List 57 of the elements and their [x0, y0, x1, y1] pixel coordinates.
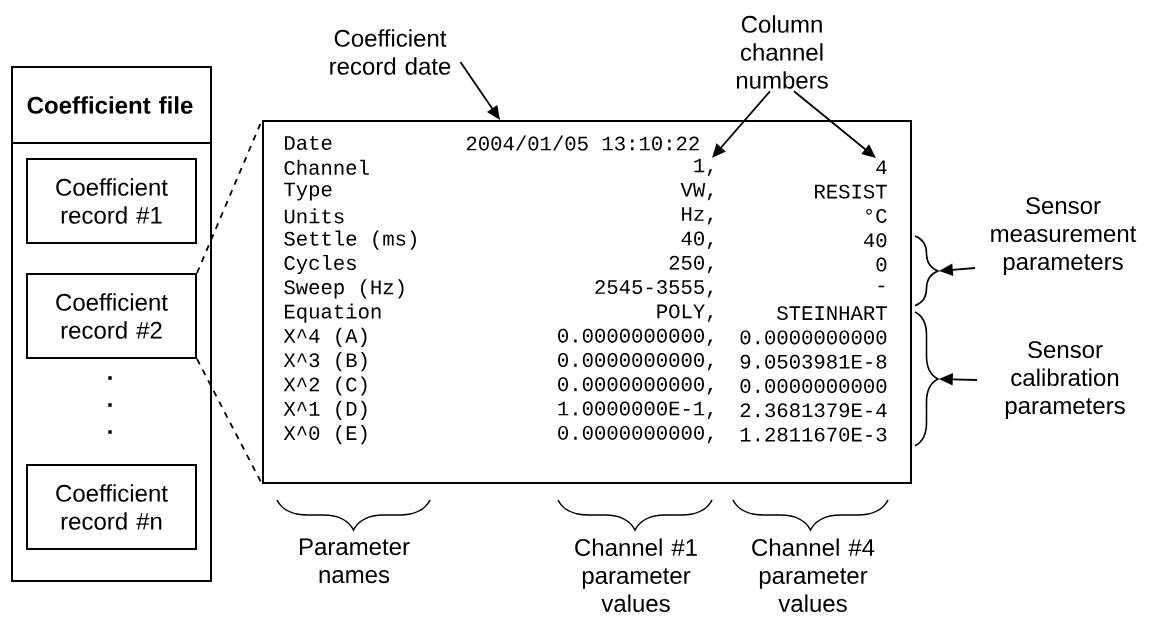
- parameter-value: 40,: [681, 231, 713, 249]
- caption-text: Parameter names: [299, 538, 410, 584]
- parameter-value: POLY,: [657, 304, 713, 322]
- ellipsis-dot: .: [108, 403, 112, 407]
- parameter-name: Units: [284, 208, 344, 224]
- parameter-value: 0.0000000000: [740, 330, 887, 345]
- parameter-value: 0.0000000000,: [558, 328, 713, 347]
- arrow: [712, 90, 771, 158]
- parameter-value: 1.2811670E-3: [740, 427, 887, 442]
- callout-text: Sensor calibration parameters: [1005, 341, 1125, 419]
- ellipsis-dot: .: [108, 430, 112, 434]
- parameter-name: X^3 (B): [283, 352, 367, 372]
- parameter-value: 1.0000000E-1,: [558, 401, 713, 419]
- parameter-value: VW,: [680, 183, 713, 201]
- parameter-value: 4: [876, 160, 887, 175]
- record-box: Coefficient record #1: [26, 158, 197, 244]
- caption-text: Channel #1 parameter values: [575, 538, 697, 612]
- parameter-value: 250,: [669, 255, 713, 274]
- parameter-value: 2545-3555,: [595, 280, 713, 298]
- parameter-value: 9.0503981E-8: [740, 354, 887, 369]
- record-box: Coefficient record #n: [26, 464, 197, 550]
- brace: [914, 235, 939, 307]
- parameter-value: 0.0000000000,: [558, 353, 713, 371]
- parameter-value: °C: [866, 208, 887, 223]
- arrow: [793, 90, 876, 158]
- parameter-name: Sweep (Hz): [284, 279, 404, 299]
- parameter-name: X^2 (C): [283, 376, 367, 396]
- parameter-name: Equation: [285, 303, 381, 323]
- parameter-name: Channel: [284, 159, 369, 175]
- parameter-value: 0: [876, 257, 887, 272]
- parameter-name: Settle (ms): [284, 230, 416, 250]
- caption-text: Channel #4 parameter values: [752, 538, 875, 612]
- arrow: [459, 61, 500, 120]
- parameter-value: 40: [863, 233, 887, 248]
- parameter-name: X^1 (D): [283, 400, 367, 420]
- record-table-box: [262, 120, 912, 484]
- brace: [914, 311, 939, 447]
- parameter-value: 0.0000000000,: [558, 377, 713, 395]
- parameter-value: STEINHART: [777, 306, 887, 321]
- parameter-value: RESIST: [815, 184, 887, 199]
- parameter-value: 0.0000000000: [740, 379, 887, 393]
- parameter-name: Date: [285, 136, 332, 150]
- parameter-name: X^0 (E): [283, 425, 367, 445]
- parameter-value: 1,: [694, 158, 713, 176]
- parameter-name: Type: [284, 182, 332, 201]
- parameter-name: X^4 (A): [283, 327, 367, 347]
- record-box: Coefficient record #2: [26, 273, 197, 359]
- callout-text: Coefficient record date: [330, 29, 451, 75]
- parameter-value: 2.3681379E-4: [740, 403, 887, 418]
- date-value: 2004/01/05 13:10:22: [466, 135, 699, 151]
- parameter-value: 0.0000000000,: [558, 425, 713, 444]
- parameter-name: Cycles: [284, 254, 356, 275]
- callout-text: Column channel numbers: [736, 15, 828, 89]
- zoom-line: [196, 358, 263, 485]
- parameter-value: Hz,: [682, 207, 713, 225]
- parameter-value: -: [878, 285, 885, 288]
- callout-text: Sensor measurement parameters: [991, 197, 1137, 275]
